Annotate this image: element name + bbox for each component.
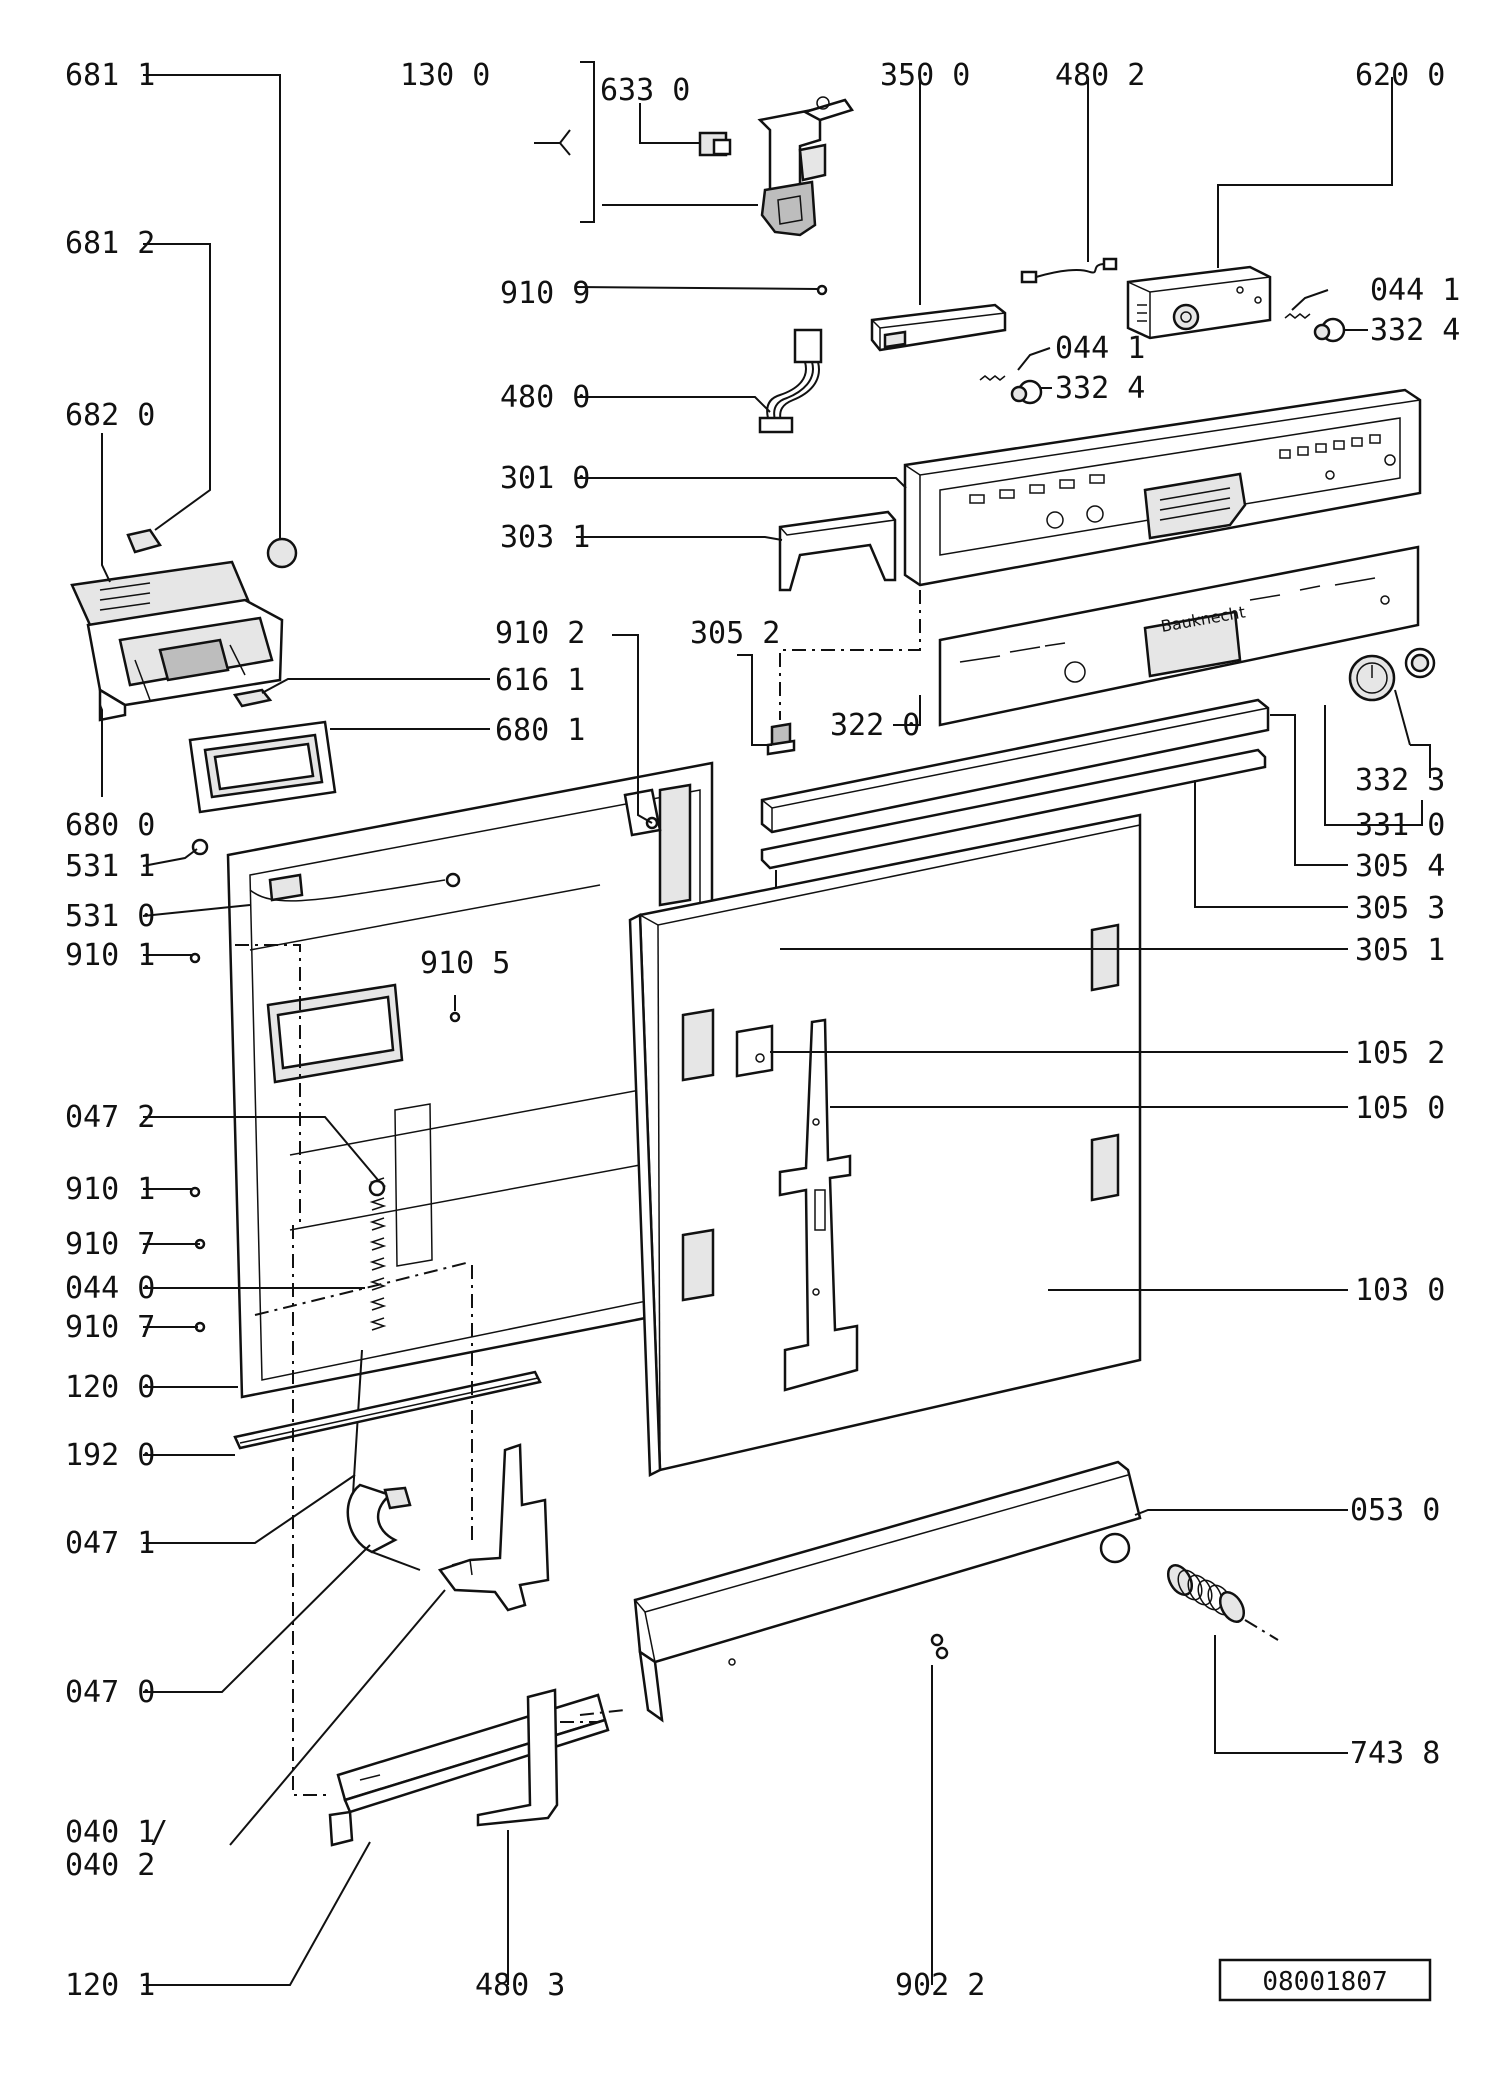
label-105-0: 105 0 xyxy=(1355,1091,1445,1126)
part-616-1-small-part xyxy=(232,688,273,708)
label-301-0: 301 0 xyxy=(500,461,590,496)
part-305-2-clip xyxy=(766,722,796,756)
label-044-1-right: 044 1 xyxy=(1370,273,1460,308)
label-332-3: 332 3 xyxy=(1355,763,1445,798)
part-120-0-inner-door xyxy=(226,761,714,1399)
label-531-0: 531 0 xyxy=(65,899,155,934)
label-105-2: 105 2 xyxy=(1355,1036,1445,1071)
part-480-2-cable xyxy=(1020,257,1118,284)
label-040-1: 040 1 xyxy=(65,1815,155,1850)
label-910-2: 910 2 xyxy=(495,616,585,651)
label-120-0: 120 0 xyxy=(65,1370,155,1405)
label-040-1-slash: / xyxy=(150,1815,168,1850)
label-910-7-lower: 910 7 xyxy=(65,1310,155,1345)
label-531-1: 531 1 xyxy=(65,849,155,884)
label-047-1: 047 1 xyxy=(65,1526,155,1561)
label-332-4-right: 332 4 xyxy=(1370,313,1460,348)
document-number-box: 08001807 xyxy=(1218,1958,1432,2002)
part-620-0-control-module xyxy=(1126,265,1272,340)
document-number: 08001807 xyxy=(1262,1967,1387,1997)
part-322-0-fascia: Bauknecht xyxy=(938,545,1420,727)
label-681-2: 681 2 xyxy=(65,226,155,261)
label-910-7-upper: 910 7 xyxy=(65,1227,155,1262)
label-743-8: 743 8 xyxy=(1350,1736,1440,1771)
part-910-9-screw xyxy=(816,284,828,296)
leader-lines xyxy=(99,61,1431,1986)
label-305-3: 305 3 xyxy=(1355,891,1445,926)
part-047-1-hinge xyxy=(346,1483,421,1571)
part-681-2-cap xyxy=(126,528,162,554)
assembly-lines xyxy=(235,590,1279,1796)
label-616-1: 616 1 xyxy=(495,663,585,698)
label-902-2: 902 2 xyxy=(895,1968,985,2003)
label-305-2: 305 2 xyxy=(690,616,780,651)
label-332-4-left: 332 4 xyxy=(1055,371,1145,406)
label-103-0: 103 0 xyxy=(1355,1273,1445,1308)
label-910-9: 910 9 xyxy=(500,276,590,311)
label-620-0: 620 0 xyxy=(1355,58,1445,93)
label-044-0: 044 0 xyxy=(65,1271,155,1306)
part-044-1-spring-left xyxy=(979,375,1043,405)
part-305-3-rail-lower xyxy=(760,748,1267,870)
label-331-0: 331 0 xyxy=(1355,808,1445,843)
part-053-0-kick-rail xyxy=(633,1460,1142,1723)
part-044-1-spring-right xyxy=(1284,313,1346,343)
label-680-1: 680 1 xyxy=(495,713,585,748)
part-480-3-bracket xyxy=(476,1688,559,1827)
label-681-1: 681 1 xyxy=(65,58,155,93)
label-910-1-upper: 910 1 xyxy=(65,938,155,973)
part-682-0-dispenser-lid xyxy=(70,560,250,627)
part-192-0-strip xyxy=(233,1370,542,1450)
part-105-2-latch xyxy=(735,1024,774,1078)
label-633-0: 633 0 xyxy=(600,73,690,108)
part-301-0-control-panel xyxy=(903,388,1422,587)
part-681-1-seal xyxy=(266,537,298,569)
label-480-3: 480 3 xyxy=(475,1968,565,2003)
label-910-5: 910 5 xyxy=(420,946,510,981)
label-303-1: 303 1 xyxy=(500,520,590,555)
part-480-0-wire-harness xyxy=(758,328,823,434)
part-120-1-bottom-strip xyxy=(328,1693,610,1847)
part-902-2-screw xyxy=(930,1633,949,1660)
part-680-1-gasket xyxy=(188,720,337,814)
label-047-2: 047 2 xyxy=(65,1100,155,1135)
label-350-0: 350 0 xyxy=(880,58,970,93)
part-labels: 681 1 130 0 633 0 350 0 480 2 620 0 681 … xyxy=(65,58,1460,2003)
label-040-2: 040 2 xyxy=(65,1848,155,1883)
part-910-screws xyxy=(189,816,659,1333)
label-044-1-left: 044 1 xyxy=(1055,331,1145,366)
part-303-1-bracket xyxy=(778,510,897,592)
label-120-1: 120 1 xyxy=(65,1968,155,2003)
label-322-0: 322 0 xyxy=(830,708,920,743)
part-040-1-hinge-bracket xyxy=(437,1443,550,1612)
part-743-8-spring xyxy=(1166,1564,1246,1623)
part-103-0-outer-door xyxy=(628,813,1142,1477)
part-130-0-door-lock xyxy=(757,96,855,237)
label-680-0: 680 0 xyxy=(65,808,155,843)
part-633-0-switch xyxy=(698,131,732,157)
part-105-0-latch-plate xyxy=(778,1018,859,1392)
label-130-0: 130 0 xyxy=(400,58,490,93)
part-332-3-knob-cap xyxy=(1404,647,1436,679)
part-305-4-rail-upper xyxy=(760,698,1270,834)
label-053-0: 053 0 xyxy=(1350,1493,1440,1528)
label-305-4: 305 4 xyxy=(1355,849,1445,884)
part-350-0-module xyxy=(870,303,1007,352)
part-331-0-knob xyxy=(1348,654,1396,702)
label-480-2: 480 2 xyxy=(1055,58,1145,93)
label-192-0: 192 0 xyxy=(65,1438,155,1473)
label-910-1-lower: 910 1 xyxy=(65,1172,155,1207)
label-305-1: 305 1 xyxy=(1355,933,1445,968)
label-682-0: 682 0 xyxy=(65,398,155,433)
label-047-0: 047 0 xyxy=(65,1675,155,1710)
part-680-0-dispenser xyxy=(86,598,284,722)
label-480-0: 480 0 xyxy=(500,380,590,415)
panel-buttons xyxy=(969,434,1396,529)
